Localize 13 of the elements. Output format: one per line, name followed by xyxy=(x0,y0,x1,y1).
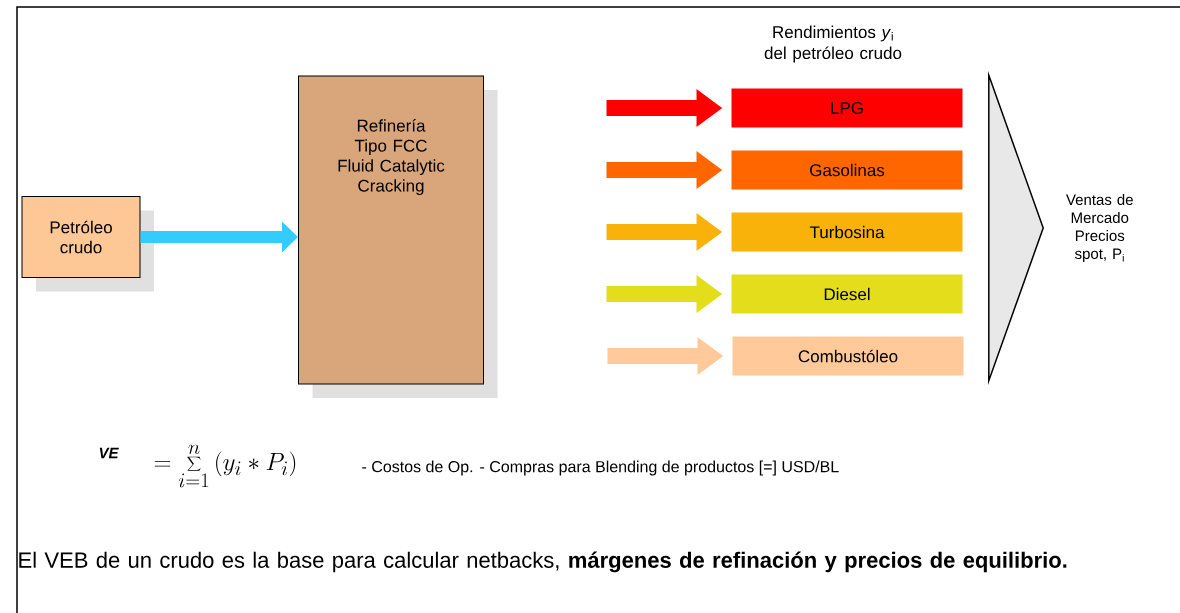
process-box: Refinería Tipo FCC Fluid Catalytic Cracking xyxy=(298,75,498,398)
note: El VEB de un crudo es la base para calcular netbacks, márgenes de refinación y precios de equilibrio. xyxy=(19,551,1067,573)
product-box: Diesel xyxy=(731,274,963,314)
product-box: Gasolinas xyxy=(731,150,963,190)
formula-text: - Costos de Op. - Compras para Blending de productos [=] USD/BL xyxy=(362,460,839,476)
formula-label: VE xyxy=(99,447,119,459)
side-label: Ventas de Mercado Precios spot, P$_{i}$ xyxy=(1066,194,1133,262)
heading: Rendimientos y$_{i}$ del petróleo crudo xyxy=(764,25,902,63)
product-box: Turbosina xyxy=(731,212,963,252)
product-box: Combustóleo xyxy=(732,336,964,376)
process-box: Petróleo crudo xyxy=(21,196,154,292)
product-box: LPG xyxy=(731,88,963,128)
formula: $=\sum_{i=1}^{n}\left(y_i * P_i\right)$ xyxy=(154,444,296,488)
